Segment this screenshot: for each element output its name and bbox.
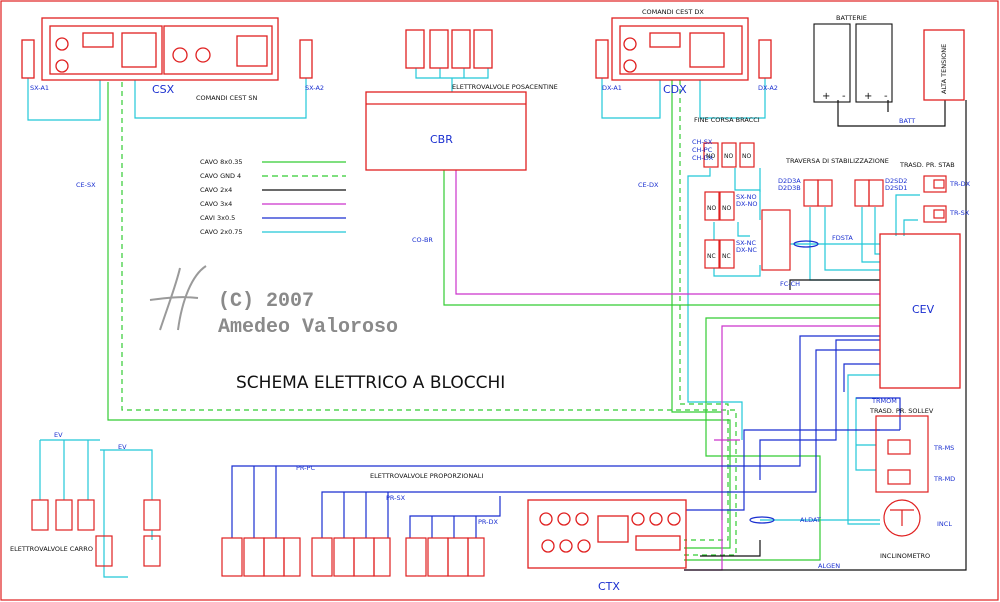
cables [27,68,967,578]
label-st-d2sd1: D2SD1 [885,184,907,192]
label-tr-ms: TR-MS [933,444,954,452]
label-inclinometro: INCLINOMETRO [880,552,930,560]
label-trasd-sollev: TRASD. PR. SOLLEV [869,407,934,415]
label-traversa: TRAVERSA DI STABILIZZAZIONE [785,157,889,165]
label-ev-2: EV [118,443,127,451]
cbr-block [365,91,527,171]
batt-plus-2: + [864,91,872,102]
label-st-d2d3b: D2D3B [778,184,801,192]
label-st-d2sd2: D2SD2 [885,177,907,185]
legend-label: CAVO 3x4 [200,200,232,208]
label-cdx: CDX [663,83,687,96]
label-pr-pc: PR-PC [296,464,315,472]
author-signature-mark [149,265,207,331]
label-pr-dx: PR-DX [478,518,499,526]
label-ce-sx: CE-SX [76,181,96,189]
sw-no-2: NO [724,153,733,160]
sw-no-1: NO [706,153,715,160]
label-sx-a2: SX-A2 [305,84,324,92]
batteries [813,23,893,103]
trasd-stab [923,175,947,223]
label-ev-posa: ELETTROVALVOLE POSACENTINE [452,83,558,91]
sw-no-4: NO [707,205,716,212]
label-sw-sx-no: SX-NO [736,193,757,201]
legend-label: CAVO 8x0.35 [200,158,243,166]
label-aldat: ALDAT [800,516,821,524]
label-fine-corsa: FINE CORSA BRACCI [694,116,760,124]
label-ev-1: EV [54,431,63,439]
label-batterie: BATTERIE [836,14,867,22]
label-alta-tensione: ALTA TENSIONE [940,44,948,94]
label-tr-dx: TR-DX [949,180,971,188]
label-dx-a2: DX-A2 [758,84,778,92]
label-fdsta: FDSTA [832,234,853,242]
label-fc-ch: FC-CH [780,280,800,288]
label-pr-sx: PR-SX [386,494,406,502]
label-ce-dx: CE-DX [638,181,659,189]
sw-no-5: NO [722,205,731,212]
label-ctx: CTX [598,580,620,593]
traversa-switches [803,179,884,207]
label-algen: ALGEN [818,562,840,570]
legend-label: CAVO GND 4 [200,172,241,180]
label-comandi-sn: COMANDI CEST SN [196,94,257,102]
label-cev: CEV [912,303,935,316]
sw-no-3: NO [742,153,751,160]
label-cbr: CBR [430,133,453,146]
label-batt: BATT [899,117,915,125]
ctx-panel [527,499,687,569]
label-tr-sx: TR-SX [949,209,970,217]
trasd-sollev [875,415,929,493]
cev-block [879,233,961,389]
ev-carro [31,499,161,567]
sw-nc-1: NC [707,253,716,260]
inclinometro [883,499,921,537]
sw-nc-2: NC [722,253,731,260]
label-comandi-dx: COMANDI CEST DX [642,8,704,16]
batt-minus-1: - [842,91,846,102]
label-trmom: TRMOM [871,397,897,405]
label-sw-ch-sx: CH-SX [692,138,713,146]
label-incl: INCL [937,520,952,528]
label-sw-dx-no: DX-NO [736,200,757,208]
label-csx: CSX [152,83,175,96]
label-sw-dx-nc: DX-NC [736,246,757,254]
csx-panel [21,17,313,81]
fine-corsa-switches [703,142,791,271]
batt-minus-2: - [884,91,888,102]
label-sw-ch-pc: CH-PC [692,146,713,154]
ev-proporzionali [221,537,485,577]
label-st-d2d3a: D2D3A [778,177,801,185]
label-sx-a1: SX-A1 [30,84,49,92]
copyright-text: (C) 2007 [218,290,315,313]
label-sw-ch-dx: CH-DX [692,154,714,162]
ev-posacentine [405,29,493,69]
label-ev-carro: ELETTROVALVOLE CARRO [10,545,93,553]
label-sw-sx-nc: SX-NC [736,239,756,247]
label-ev-prop: ELETTROVALVOLE PROPORZIONALI [370,472,483,480]
alta-tensione-box [923,29,965,101]
diagram-title: SCHEMA ELETTRICO A BLOCCHI [236,373,505,393]
labels: CSX CDX COMANDI CEST SN COMANDI CEST DX … [10,8,971,593]
batt-plus-1: + [822,91,830,102]
cdx-panel [595,17,772,81]
legend-label: CAVO 2x0.75 [200,228,243,236]
label-co-br: CO-BR [412,236,433,244]
label-trasd-stab: TRASD. PR. STAB [899,161,955,169]
label-dx-a1: DX-A1 [602,84,622,92]
label-tr-md: TR-MD [933,475,955,483]
legend-label: CAVI 3x0.5 [200,214,235,222]
author-text: Amedeo Valoroso [218,316,399,339]
legend-label: CAVO 2x4 [200,186,232,194]
